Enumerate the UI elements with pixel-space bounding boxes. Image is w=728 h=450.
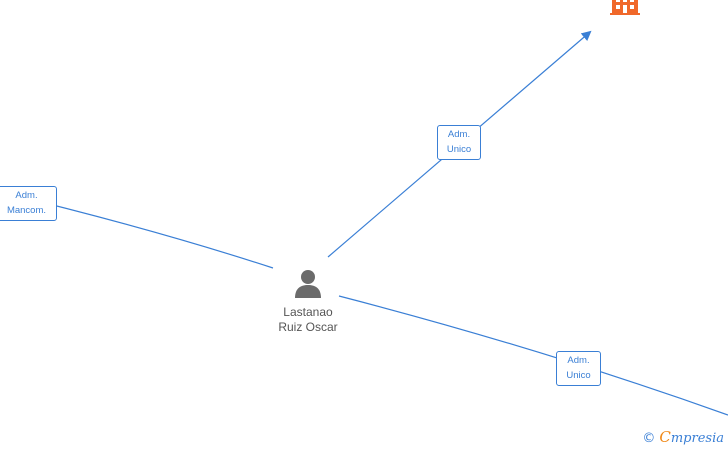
person-name-line1: Lastanao: [283, 305, 333, 319]
edge-lower-right: [338, 295, 728, 416]
brand-watermark: ©Cmpresia: [642, 428, 724, 446]
edge-label-adm-unico-bottom[interactable]: Adm. Unico: [556, 351, 601, 386]
person-node[interactable]: Lastanao Ruiz Oscar: [262, 268, 354, 335]
building-icon: [610, 0, 640, 15]
brand-name: mpresia: [670, 431, 724, 446]
edge-label-line1: Adm.: [447, 129, 471, 140]
person-icon: [295, 270, 321, 298]
person-name-line2: Ruiz Oscar: [278, 320, 338, 334]
copyright-symbol: ©: [642, 431, 656, 446]
edge-label-line2: Mancom.: [6, 205, 47, 216]
edge-label-line2: Unico: [566, 370, 591, 381]
brand-initial: C: [659, 428, 671, 446]
company-node[interactable]: [610, 0, 642, 16]
edge-label-line1: Adm.: [15, 190, 38, 201]
edge-label-adm-mancom[interactable]: Adm. Mancom.: [0, 186, 57, 221]
edge-label-adm-unico-top[interactable]: Adm. Unico: [437, 125, 481, 160]
edge-label-line2: Unico: [446, 144, 472, 155]
edge-label-line1: Adm.: [567, 355, 590, 366]
person-name: Lastanao Ruiz Oscar: [262, 305, 354, 335]
